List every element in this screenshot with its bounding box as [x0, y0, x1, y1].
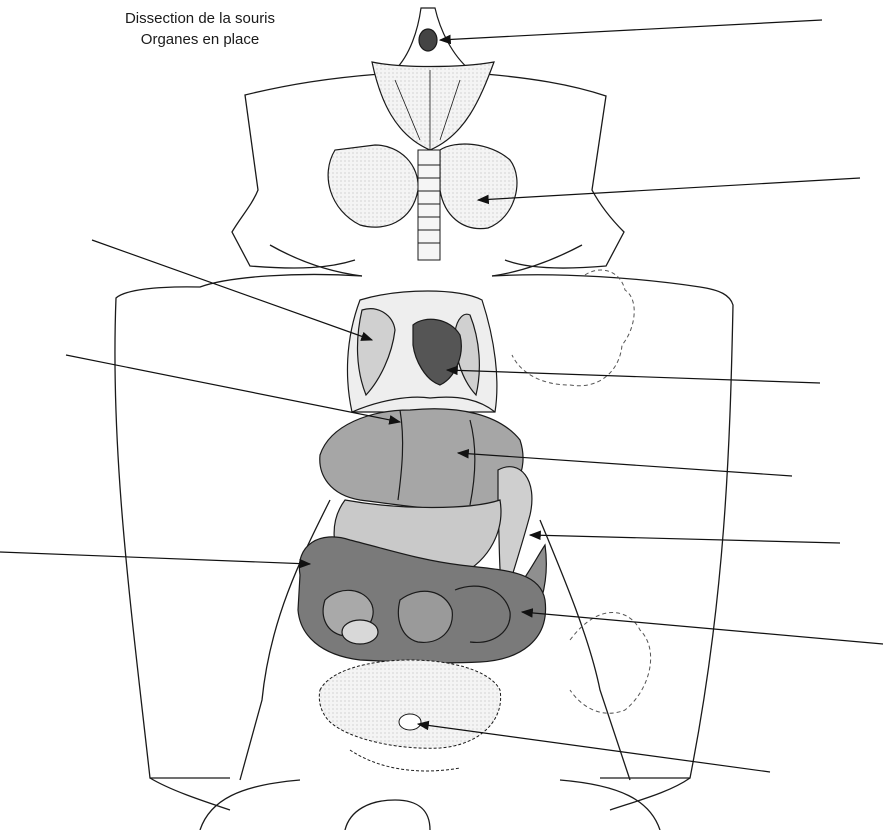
bladder-region — [319, 660, 500, 771]
arrow-nose — [440, 20, 822, 40]
arrow-salivary-gland — [478, 178, 860, 200]
trachea — [418, 150, 440, 260]
bladder — [399, 714, 421, 730]
arrow-bladder — [418, 724, 770, 772]
fat-tissue-right — [512, 270, 634, 386]
arrow-intestine-left — [0, 552, 310, 564]
thorax — [347, 291, 496, 412]
liver — [320, 409, 523, 509]
head — [372, 8, 494, 150]
arrow-lung — [92, 240, 372, 340]
eye-nose-icon — [419, 29, 437, 51]
arrow-large-intestine — [522, 612, 883, 644]
arrow-heart — [447, 370, 820, 383]
arrow-spleen — [530, 535, 840, 543]
